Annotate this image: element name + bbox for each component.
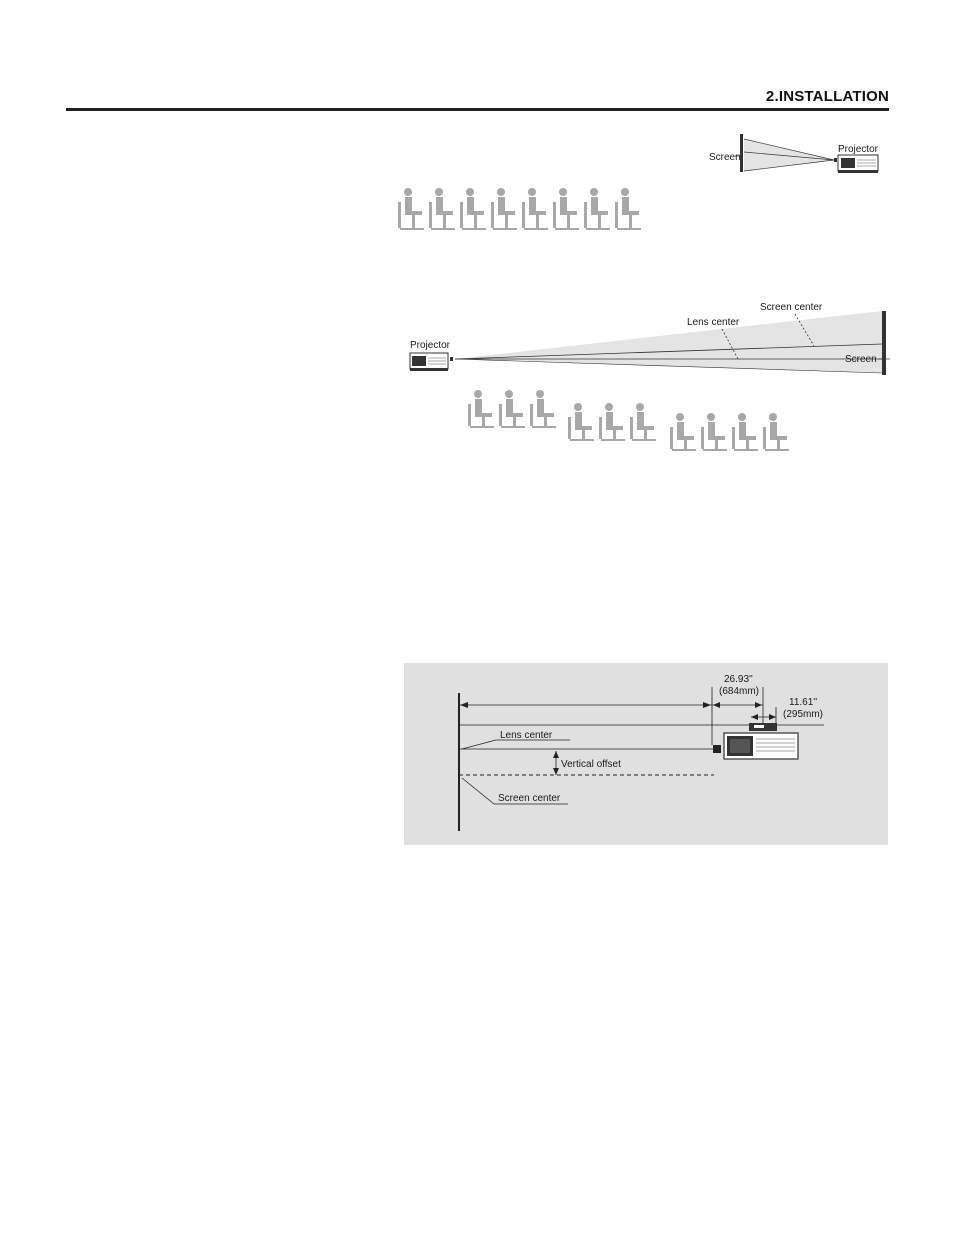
seated-person-icon — [429, 188, 455, 230]
projection-beam — [744, 139, 834, 171]
seated-person-icon — [522, 188, 548, 230]
lens-center-label: Lens center — [687, 317, 740, 328]
dim-295-inch: 11.61'' — [789, 697, 817, 708]
dim-684-inch: 26.93'' — [724, 674, 753, 685]
figure-panel — [404, 663, 888, 845]
arrowhead — [769, 714, 776, 720]
seated-person-icon — [701, 413, 727, 451]
audience-rows — [468, 390, 789, 451]
seated-person-icon — [630, 403, 656, 441]
screen-label: Screen — [845, 354, 877, 365]
arrowhead — [553, 751, 559, 758]
projection-beam — [455, 311, 882, 373]
screen-bar — [740, 134, 743, 172]
arrowhead — [755, 702, 762, 708]
figure-front-projection: Screen Screen center Lens center Project… — [409, 302, 890, 451]
lens-center-pointer — [461, 739, 497, 750]
seated-person-icon — [530, 390, 556, 428]
screen-bar — [882, 311, 886, 375]
screen-center-pointer — [461, 777, 495, 805]
seated-person-icon — [499, 390, 525, 428]
arrowhead — [460, 702, 468, 708]
seated-person-icon — [398, 188, 424, 230]
screen-label: Screen — [709, 152, 741, 163]
seated-person-icon — [468, 390, 494, 428]
lens-center-leader — [721, 328, 739, 360]
projector-label: Projector — [410, 340, 451, 351]
figure-vertical-offset: 26.93'' (684mm) 11.61'' (295mm) Lens cen… — [404, 663, 888, 845]
figure-rear-projection: Screen Projector — [398, 134, 879, 230]
projector-icon — [834, 154, 879, 173]
seated-person-icon — [491, 188, 517, 230]
header-rule — [66, 108, 889, 111]
seated-person-icon — [553, 188, 579, 230]
arrowhead — [713, 702, 720, 708]
screen-center-label: Screen center — [498, 793, 561, 804]
seated-person-icon — [763, 413, 789, 451]
projector-icon — [713, 723, 799, 760]
screen-center-label: Screen center — [760, 302, 823, 313]
arrowhead — [703, 702, 711, 708]
seated-person-icon — [460, 188, 486, 230]
beam-line — [743, 151, 835, 161]
projector-icon — [409, 352, 453, 371]
page-header-title: 2.INSTALLATION — [765, 88, 889, 105]
projector-label: Projector — [838, 144, 879, 155]
arrowhead — [751, 714, 758, 720]
dim-684-mm: (684mm) — [719, 686, 759, 697]
seated-person-icon — [670, 413, 696, 451]
beam-line — [454, 358, 883, 374]
seated-person-icon — [599, 403, 625, 441]
beam-line — [743, 159, 835, 172]
audience-row — [398, 188, 641, 230]
beam-line — [743, 138, 835, 161]
arrowhead — [553, 768, 559, 775]
seated-person-icon — [732, 413, 758, 451]
vertical-offset-label: Vertical offset — [561, 759, 621, 770]
lens-center-label: Lens center — [500, 730, 553, 741]
seated-person-icon — [584, 188, 610, 230]
seated-person-icon — [615, 188, 641, 230]
seated-person-icon — [568, 403, 594, 441]
beam-line — [454, 343, 883, 360]
dim-295-mm: (295mm) — [783, 709, 823, 720]
